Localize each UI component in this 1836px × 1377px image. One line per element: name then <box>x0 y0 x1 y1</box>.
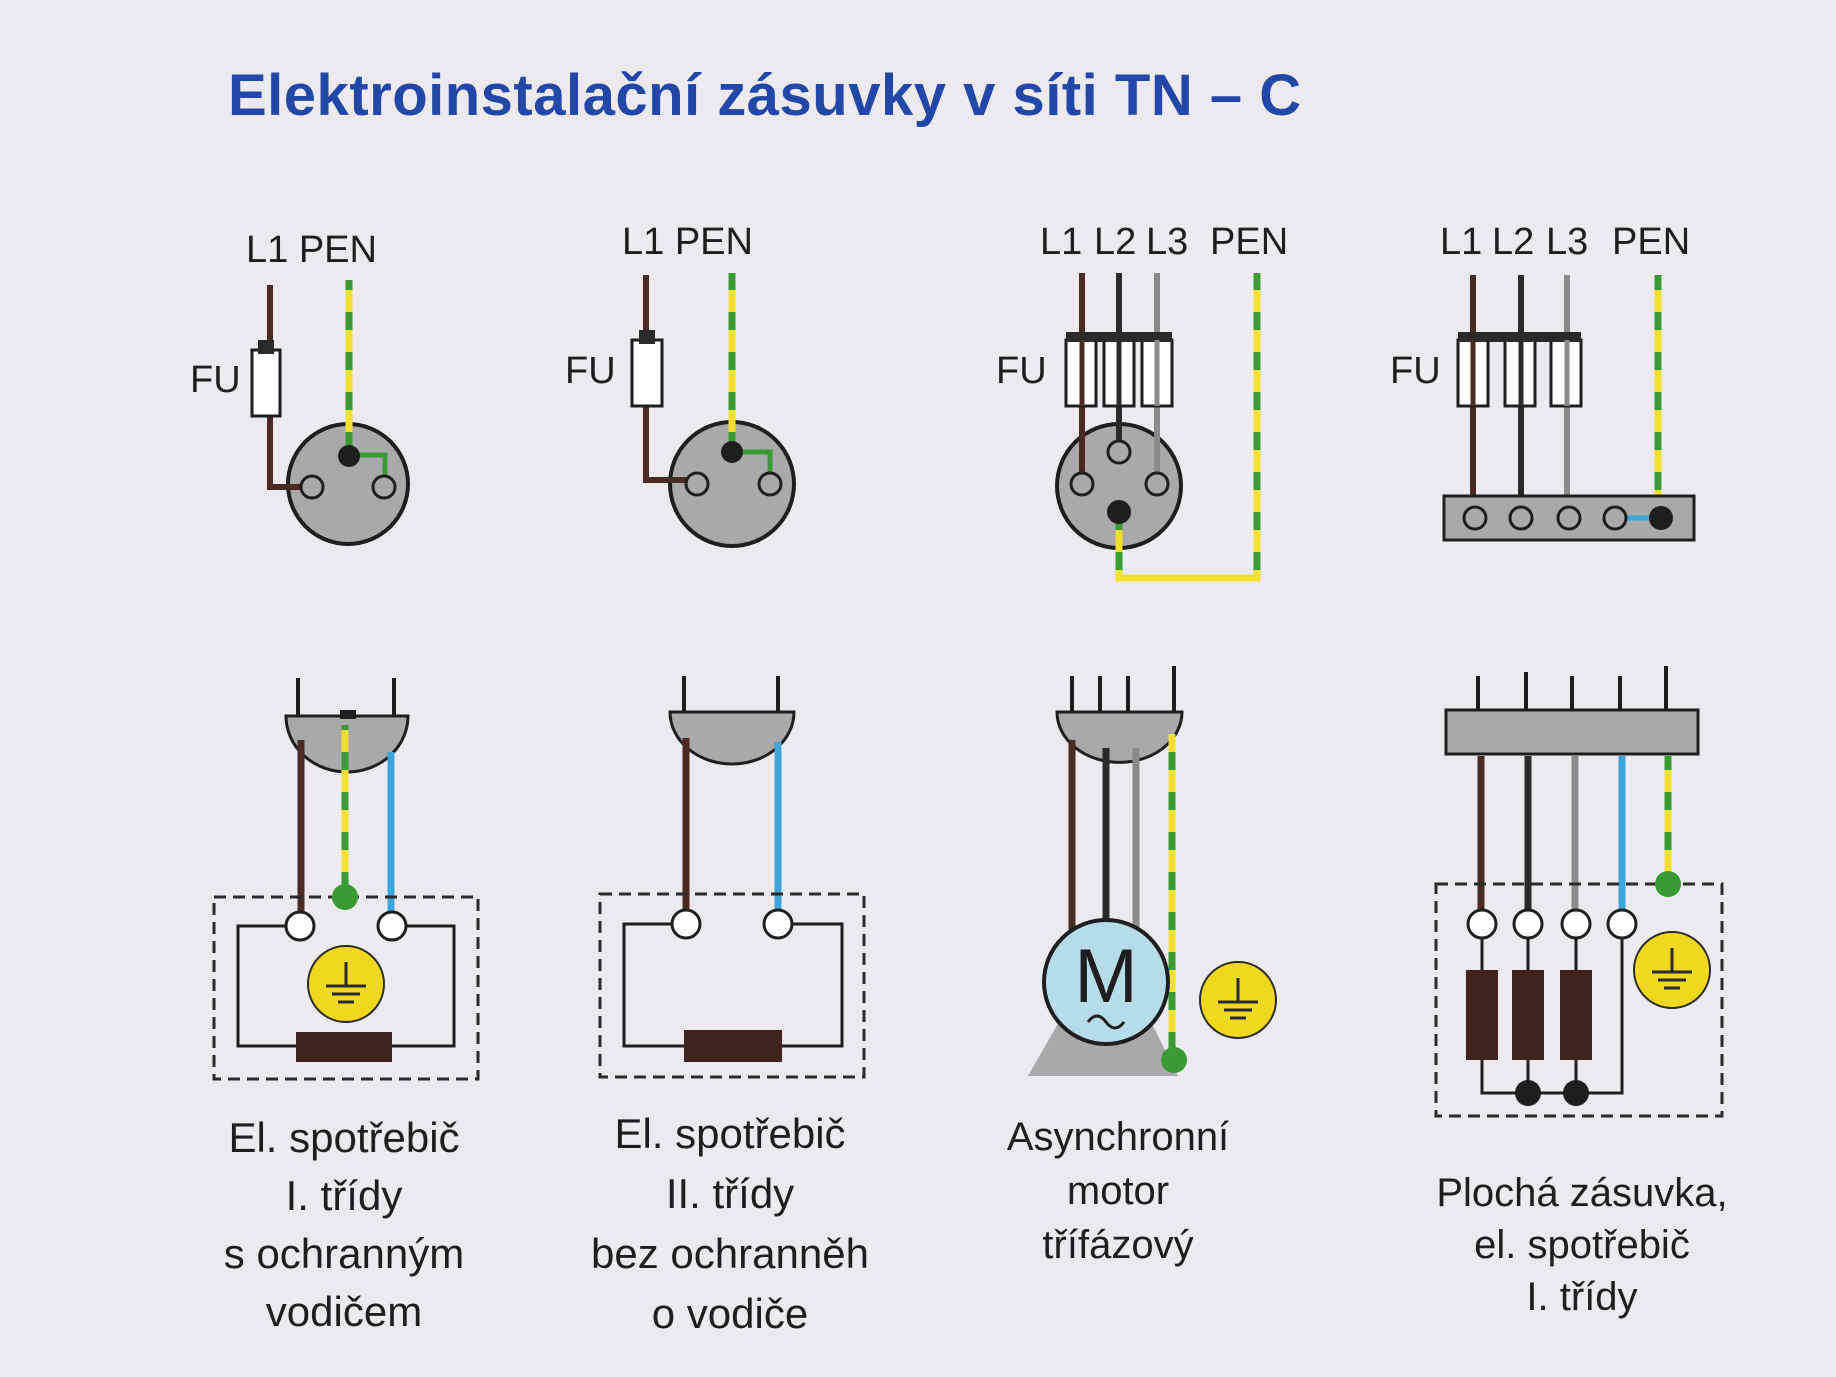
panel-4-fuse-bar <box>1458 332 1581 342</box>
panel-3-pin-pen <box>1107 500 1131 524</box>
panel-4-hole-n <box>1602 505 1628 531</box>
panel-1-enclosure <box>212 895 480 1081</box>
panel-4-appliance <box>1434 666 1724 1118</box>
panel-4-hole-l2 <box>1508 505 1534 531</box>
panel-4-resistor-2 <box>1512 970 1544 1060</box>
panel-4-terminal-l3 <box>1560 908 1592 940</box>
panel-2-enclosure <box>598 892 866 1079</box>
panel-4-caption-line: Plochá zásuvka, <box>1436 1171 1727 1215</box>
panel-3-pen-wire <box>1115 273 1261 582</box>
panel-1-caption-line: El. spotřebič <box>228 1114 459 1161</box>
panel-1-socket: L1 PEN FU <box>190 229 410 546</box>
panel-2-caption-line: El. spotřebič <box>614 1110 845 1157</box>
panel-3-caption-line: motor <box>1067 1169 1169 1213</box>
panel-2-plug <box>668 710 796 766</box>
panel-4-caption-line: el. spotřebič <box>1474 1223 1690 1267</box>
panel-4-resistor-1 <box>1466 970 1498 1060</box>
panel-1-top-label: L1 PEN <box>246 229 377 271</box>
panel-4-label-l2: L2 <box>1492 221 1534 263</box>
panel-3-hole-l1 <box>1069 471 1095 497</box>
page-title: Elektroinstalační zásuvky v síti TN – C <box>228 63 1302 128</box>
panel-3-socket: L1 L2 L3 PEN FU <box>996 221 1288 582</box>
panel-2-fuse-cap <box>639 330 655 344</box>
panel-1-socket-pin-pe <box>338 445 360 467</box>
panel-2-socket-hole-l <box>684 471 710 497</box>
panel-3-label-l2: L2 <box>1094 221 1136 263</box>
panel-1-resistor <box>296 1032 392 1062</box>
panel-4-flat-plug <box>1444 708 1700 756</box>
panel-3-label-l3: L3 <box>1146 221 1188 263</box>
panel-3-fuse-bar <box>1066 332 1172 342</box>
panel-4-fuse-label: FU <box>1390 350 1441 392</box>
panel-3-label-pen: PEN <box>1210 221 1288 263</box>
panel-4-hole-l1 <box>1462 505 1488 531</box>
panel-3-hole-l2 <box>1106 439 1132 465</box>
panel-2-fuse-label: FU <box>565 350 616 392</box>
panel-4-enclosure <box>1434 882 1724 1118</box>
panel-2-internal-wire-right <box>778 922 844 1048</box>
panel-1-caption-line: vodičem <box>266 1288 422 1335</box>
panel-3-motor: M <box>1028 666 1277 1076</box>
panel-3-label-l1: L1 <box>1040 221 1082 263</box>
panel-2-caption-line: II. třídy <box>666 1170 794 1217</box>
panel-4-terminal-l1 <box>1466 908 1498 940</box>
panel-3-motor-label: M <box>1074 934 1137 1019</box>
panel-4-terminal-l2 <box>1512 908 1544 940</box>
panel-2-caption-line: bez ochranněh <box>591 1230 869 1277</box>
panel-3-pe-terminal <box>1161 1047 1187 1073</box>
panel-4-int-wire-star <box>1480 924 1624 1095</box>
panel-4-socket: L1 L2 L3 PEN FU <box>1390 221 1696 542</box>
panel-2-caption-line: o vodiče <box>652 1290 808 1337</box>
panel-1-pen-bridge <box>349 452 388 484</box>
panel-4-label-l1: L1 <box>1440 221 1482 263</box>
panel-3-caption: Asynchronní motor třífázový <box>1007 1115 1229 1267</box>
panel-2-appliance <box>598 676 866 1079</box>
panel-1-caption-line: I. třídy <box>286 1172 403 1219</box>
panel-4-label-l3: L3 <box>1546 221 1588 263</box>
panel-2-top-label: L1 PEN <box>622 221 753 263</box>
panel-4-pe-terminal <box>1655 871 1681 897</box>
panel-2-socket-pin-pe <box>721 441 743 463</box>
panel-2-terminal-l <box>670 908 702 940</box>
panel-1-caption: El. spotřebič I. třídy s ochranným vodič… <box>224 1114 464 1335</box>
panel-4-star-node-2 <box>1563 1080 1589 1106</box>
panel-3-motor-ac-symbol <box>1086 1014 1126 1030</box>
panel-2-socket: L1 PEN FU <box>565 221 796 548</box>
panel-2-caption: El. spotřebič II. třídy bez ochranněh o … <box>591 1110 869 1337</box>
panel-1-plug-pe-contact <box>340 710 356 719</box>
panel-1-appliance <box>212 678 480 1081</box>
panel-1-fuse-label: FU <box>190 359 241 401</box>
panel-1-internal-wire-left <box>236 924 300 1048</box>
panel-4-caption-line: I. třídy <box>1526 1275 1637 1319</box>
panel-4-caption: Plochá zásuvka, el. spotřebič I. třídy <box>1436 1171 1727 1319</box>
panel-1-fuse-cap <box>258 340 274 354</box>
panel-4-hole-l3 <box>1556 505 1582 531</box>
panel-3-fuse-label: FU <box>996 350 1047 392</box>
panel-2-resistor <box>684 1030 782 1062</box>
panel-2-fuse <box>630 338 664 408</box>
panel-4-terminal-n <box>1606 908 1638 940</box>
panel-3-caption-line: Asynchronní <box>1007 1115 1229 1159</box>
panel-4-resistor-3 <box>1560 970 1592 1060</box>
panel-3-hole-l3 <box>1144 471 1170 497</box>
panel-1-terminal-l <box>284 910 316 942</box>
panel-1-terminal-n <box>376 910 408 942</box>
panel-1-socket-hole-l <box>299 474 325 500</box>
panel-1-pe-terminal <box>332 884 358 910</box>
panel-4-pin-pen <box>1649 506 1673 530</box>
panel-1-caption-line: s ochranným <box>224 1230 464 1277</box>
panel-1-fuse <box>250 348 282 418</box>
panel-2-socket-hole-n <box>757 471 783 497</box>
panel-1-socket-hole-n <box>371 474 397 500</box>
panel-3-motor-body <box>1042 918 1170 1046</box>
panel-1-internal-wire-right <box>392 924 456 1048</box>
panel-3-plug <box>1055 710 1184 764</box>
panel-3-caption-line: třífázový <box>1042 1223 1193 1267</box>
panel-2-internal-wire-left <box>622 922 686 1048</box>
panel-2-terminal-n <box>762 908 794 940</box>
panel-4-star-node-1 <box>1515 1080 1541 1106</box>
panel-4-label-pen: PEN <box>1612 221 1690 263</box>
